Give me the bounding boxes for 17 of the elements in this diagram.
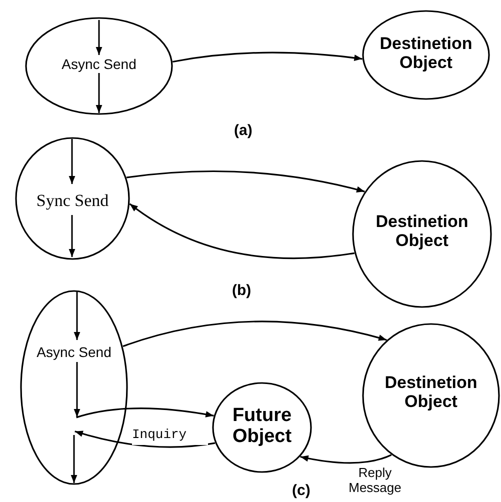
arrow (74, 430, 216, 448)
node-label: Destinetion Object (374, 212, 470, 250)
panel-label: (b) (232, 281, 252, 301)
node-label: Destinetion Object (378, 34, 474, 72)
panel-label: (a) (234, 121, 252, 141)
arrow (122, 320, 387, 348)
node-label: Async Send (60, 55, 138, 74)
node-label: Async Send (36, 343, 112, 362)
arrow (300, 454, 392, 464)
arrow (126, 170, 365, 193)
arrow (76, 408, 214, 418)
panel-label: (c) (292, 481, 310, 501)
arrow (129, 203, 354, 260)
node-label: Future Object (231, 405, 293, 447)
node-label: Destinetion Object (384, 373, 478, 411)
arrow (172, 52, 362, 63)
node-label: Sync Send (35, 190, 110, 212)
